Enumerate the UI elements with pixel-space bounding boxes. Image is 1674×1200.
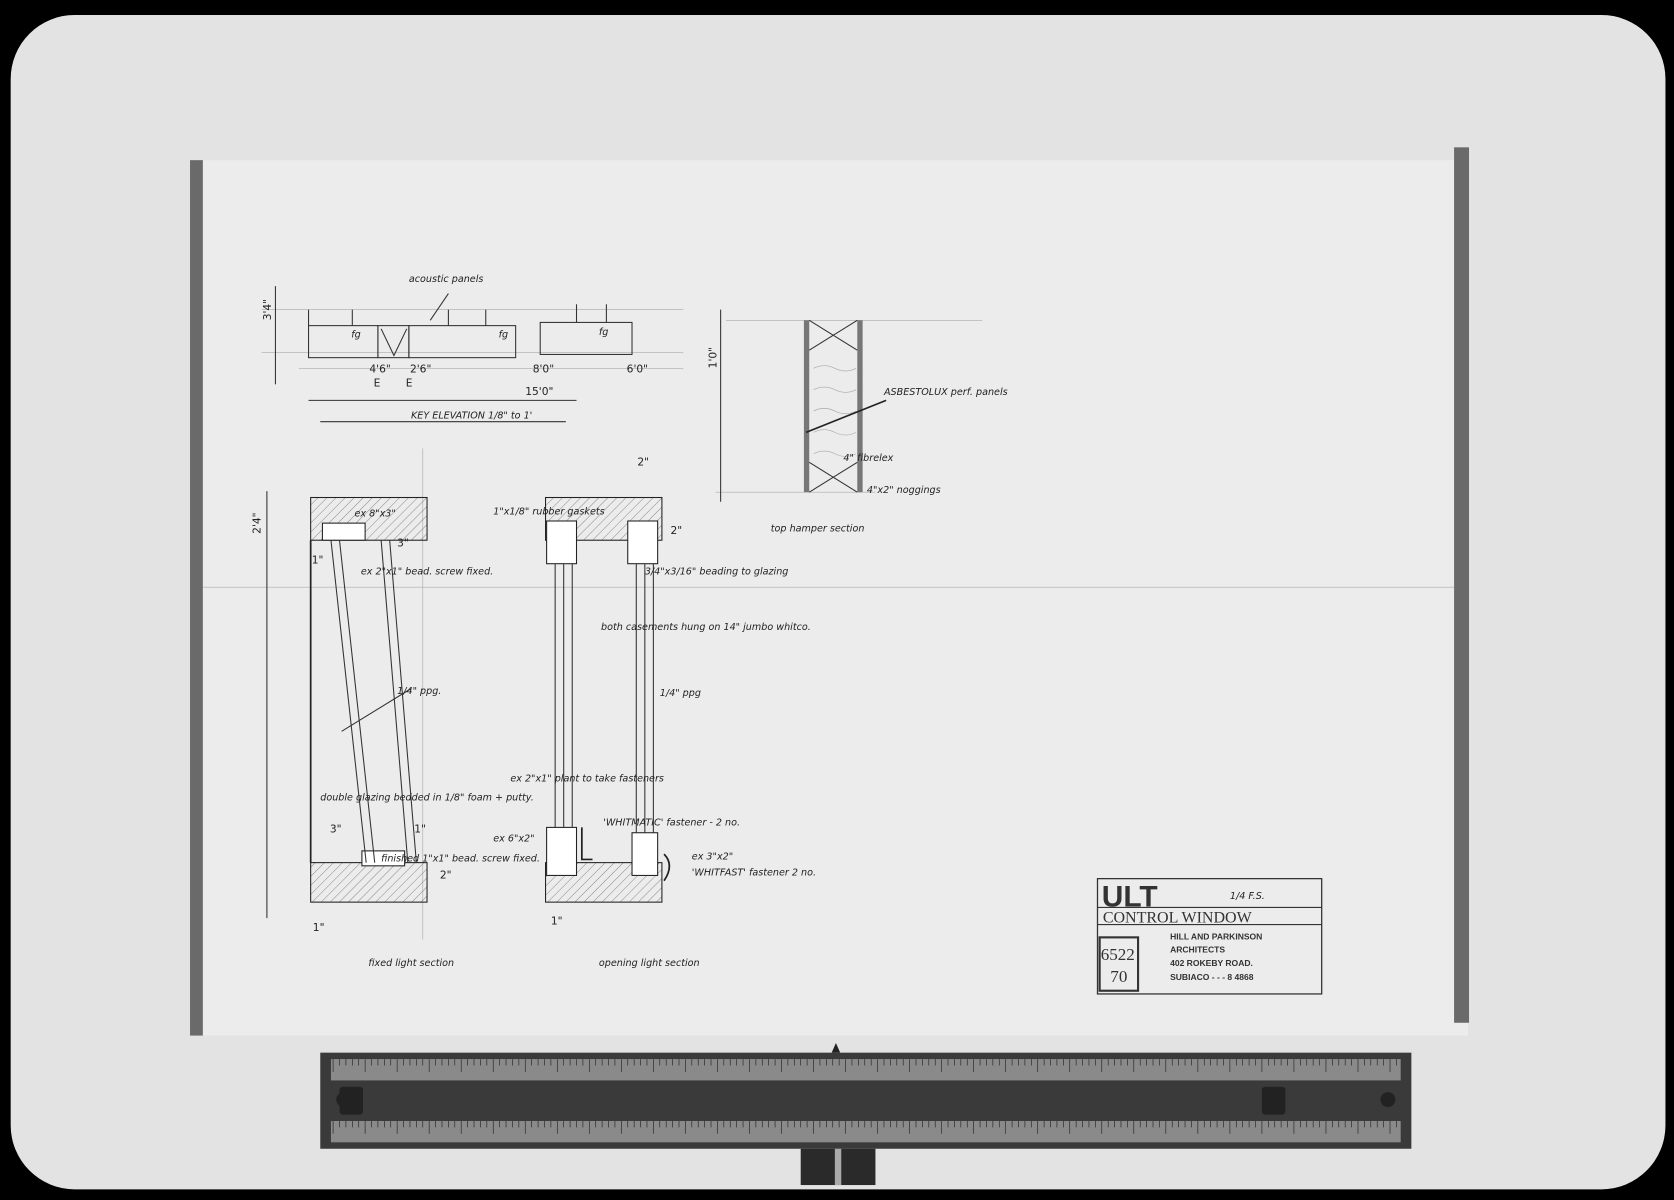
note-whitmatic: 'WHITMATIC' fastener - 2 no.: [603, 817, 740, 828]
drawing-year: 70: [1110, 967, 1127, 986]
note-sill-b: ex 3"x2": [692, 851, 733, 862]
dim-height: 3'4": [261, 299, 274, 320]
dim-total: 15'0": [525, 385, 553, 398]
dim-1: 1": [551, 915, 563, 928]
note-acoustic-panels: acoustic panels: [409, 274, 483, 285]
note-noggings: 4"x2" noggings: [867, 485, 941, 496]
label-fg: fg: [599, 327, 608, 338]
dim-1: 1": [312, 554, 324, 567]
note-hinges: both casements hung on 14" jumbo whitco.: [601, 622, 811, 633]
title-name: CONTROL WINDOW: [1103, 909, 1253, 926]
note-head: ex 8"x3": [354, 509, 395, 520]
title-code: ULT: [1102, 880, 1158, 913]
dim-3: 3": [330, 823, 342, 836]
note-beading: 3/4"x3/16" beading to glazing: [645, 566, 789, 577]
note-finish-bead: finished 1"x1" bead. screw fixed.: [381, 854, 540, 865]
dim-2: 2": [670, 524, 682, 537]
note-glass: 1/4" ppg.: [397, 686, 441, 697]
dim-height: 1'0": [706, 347, 719, 368]
note-bead: ex 2"x1" bead. screw fixed.: [361, 566, 493, 577]
label-fg: fg: [351, 329, 360, 340]
drawing-number: 6522: [1101, 945, 1135, 964]
marker-e: E: [374, 376, 381, 389]
top-hamper-section: 1'0" ASBESTOLUX perf. panels 4" fibrelex…: [706, 309, 1008, 535]
firm-type: ARCHITECTS: [1170, 944, 1225, 954]
dim-3: 3": [397, 537, 409, 550]
scale-ruler: [320, 1043, 1412, 1186]
opening-light-section: 1"x1/8" rubber gaskets 2" 2" 3/4"x3/16" …: [493, 455, 816, 969]
firm-name: HILL AND PARKINSON: [1170, 931, 1262, 941]
title-block: ULT 1/4 F.S. CONTROL WINDOW 6522 70 HILL…: [1096, 878, 1323, 995]
note-plant: ex 2"x1" plant to take fasteners: [510, 773, 664, 784]
note-fibrelex: 4" fibrelex: [843, 453, 893, 464]
note-asbestolux: ASBESTOLUX perf. panels: [883, 387, 1008, 398]
dim-8-0: 8'0": [533, 363, 554, 376]
dim-4-6: 4'6": [369, 363, 390, 376]
firm-address: 402 ROKEBY ROAD.: [1170, 958, 1253, 968]
opening-light-title: opening light section: [599, 958, 700, 969]
title-scale: 1/4 F.S.: [1230, 891, 1265, 902]
dim-6-0: 6'0": [627, 363, 648, 376]
top-hamper-title: top hamper section: [771, 524, 865, 535]
firm-city-phone: SUBIACO - - - 8 4868: [1170, 972, 1254, 982]
fixed-light-section: 2'4" ex 8"x3" 3" 1" ex 2"x1" bead. screw…: [250, 448, 540, 969]
sheet-edge-left: [190, 160, 203, 1036]
note-whitfast: 'WHITFAST' fastener 2 no.: [692, 867, 816, 878]
dim-2: 2": [637, 455, 649, 468]
dim-2: 2": [440, 869, 452, 882]
key-elevation: acoustic panels 3'4" fg fg fg 4'6" 2'6" …: [261, 274, 684, 423]
dim-1: 1": [414, 823, 426, 836]
sheet-edge-right: [1454, 147, 1470, 1023]
label-fg: fg: [499, 329, 508, 340]
dim-2-6: 2'6": [410, 363, 431, 376]
marker-e: E: [406, 376, 413, 389]
key-elevation-title: KEY ELEVATION 1/8" to 1': [411, 411, 532, 422]
note-glass: 1/4" ppg: [660, 688, 701, 699]
drawing-sheet: [192, 160, 1468, 1036]
dim-1: 1": [313, 921, 325, 934]
note-glazing: double glazing bedded in 1/8" foam + put…: [320, 793, 534, 804]
fixed-light-title: fixed light section: [368, 958, 454, 969]
dim-height: 2'4": [250, 512, 263, 533]
note-sill-a: ex 6"x2": [493, 833, 534, 844]
note-gaskets: 1"x1/8" rubber gaskets: [493, 507, 604, 518]
